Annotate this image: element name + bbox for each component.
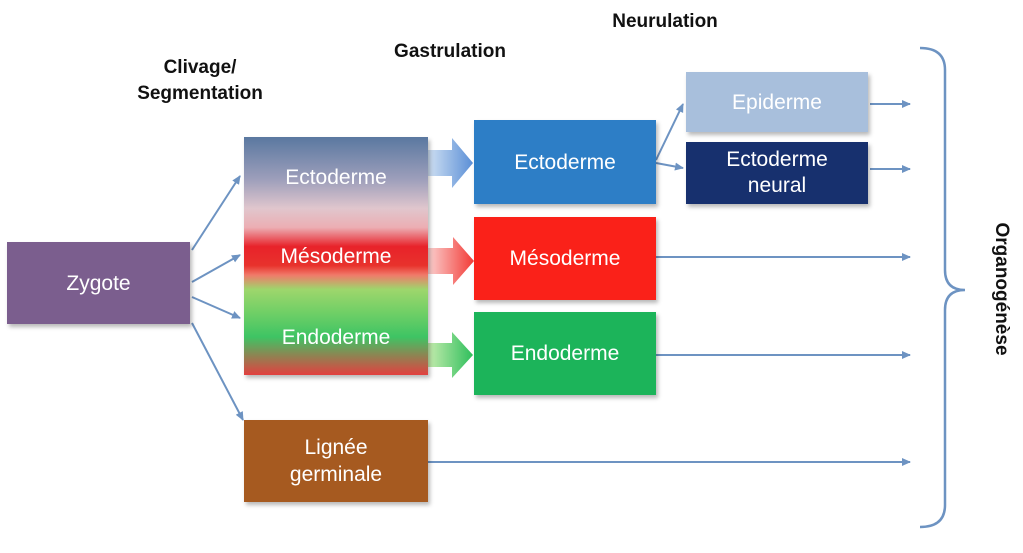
arrow-zygote-ectoderme xyxy=(191,175,241,251)
box-mesoderme-1: Mésoderme xyxy=(280,244,392,268)
fat-arrow-mesoderme xyxy=(428,237,474,285)
fat-arrow-ectoderme xyxy=(428,138,473,188)
box-ectoderme-2: Ectoderme xyxy=(474,120,656,204)
arrow-ectoderme-neural xyxy=(655,162,684,171)
cleavage-column: Ectoderme Mésoderme Endoderme xyxy=(244,137,428,375)
box-epiderme: Epiderme xyxy=(686,72,868,132)
organogenese-brace xyxy=(919,46,966,529)
arrow-zygote-endoderme xyxy=(191,296,241,319)
arrow-ectoderme-epiderme xyxy=(655,103,684,161)
stage-neurulation: Neurulation xyxy=(612,11,718,32)
stage-clivage: Clivage/ Segmentation xyxy=(137,57,263,104)
arrow-zygote-lignee xyxy=(191,322,244,421)
arrow-zygote-mesoderme xyxy=(191,254,241,283)
fat-arrow-endoderme xyxy=(428,332,473,378)
box-lignee-germinale: Lignée germinale xyxy=(244,420,428,502)
box-endoderme-2: Endoderme xyxy=(474,312,656,395)
box-zygote: Zygote xyxy=(7,242,190,324)
box-ectoderme-neural: Ectoderme neural xyxy=(686,142,868,204)
stage-gastrulation: Gastrulation xyxy=(394,41,506,62)
box-ectoderme-1: Ectoderme xyxy=(285,165,387,189)
label-organogenese: Organogénèse xyxy=(991,222,1012,356)
box-mesoderme-2: Mésoderme xyxy=(474,217,656,300)
box-endoderme-1: Endoderme xyxy=(281,325,391,349)
